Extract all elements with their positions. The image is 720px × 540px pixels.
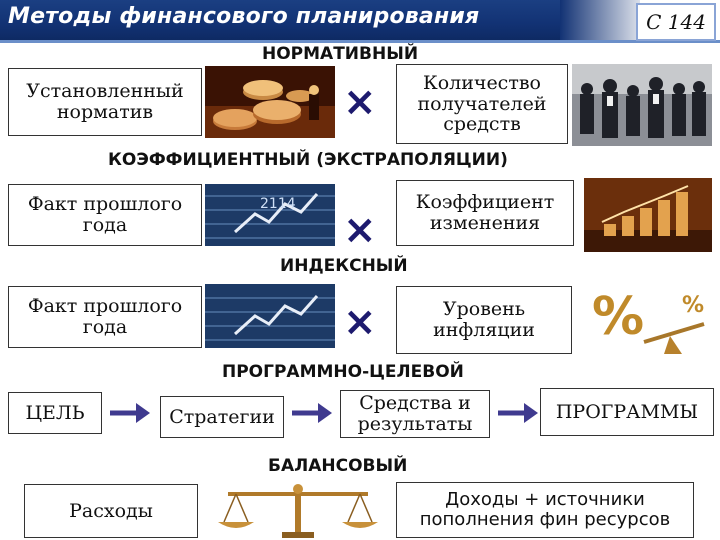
coins-image: [205, 66, 335, 138]
coefficient-right-label: Коэффициент изменения: [415, 191, 555, 234]
page-title: Методы финансового планирования: [8, 4, 480, 29]
chart-paper-icon: [205, 284, 335, 348]
header-fade: [560, 0, 640, 40]
scales-icon: [206, 480, 390, 540]
program-programs-label: ПРОГРАММЫ: [555, 400, 699, 423]
header-divider: [0, 40, 720, 43]
index-right-box: Уровень инфляции: [396, 286, 572, 354]
section-program-title: ПРОГРАММНО-ЦЕЛЕВОЙ: [222, 362, 464, 382]
normative-left-box: Установленный норматив: [8, 68, 202, 136]
program-means-box: Средства и результаты: [340, 390, 490, 438]
program-goal-label: ЦЕЛЬ: [25, 401, 85, 424]
section-index-title: ИНДЕКСНЫЙ: [280, 256, 408, 276]
arrow-right-icon: [110, 403, 150, 423]
header-bar: [0, 0, 560, 40]
index-left-box: Факт прошлого года: [8, 286, 202, 348]
chart-paper-icon: 2114: [205, 184, 335, 246]
scales-image: [206, 480, 390, 540]
balance-expenses-box: Расходы: [24, 484, 198, 538]
inflation-image: % %: [586, 280, 712, 360]
index-right-label: Уровень инфляции: [433, 298, 535, 341]
program-strategy-box: Стратегии: [160, 396, 284, 438]
growth-icon: [584, 178, 712, 252]
balance-income-box: Доходы + источники пополнения фин ресурс…: [396, 482, 694, 538]
program-means-label: Средства и результаты: [357, 392, 473, 435]
multiply-icon: ×: [343, 79, 377, 125]
arrow-right-icon: [292, 403, 332, 423]
svg-text:2114: 2114: [260, 196, 296, 212]
section-balance-title: БАЛАНСОВЫЙ: [268, 456, 408, 476]
normative-right-label: Количество получателей средств: [417, 71, 547, 136]
stock-chart-image: 2114: [205, 184, 335, 246]
section-normative-title: НОРМАТИВНЫЙ: [262, 44, 419, 64]
multiply-icon: ×: [343, 299, 377, 345]
people-image: [572, 64, 712, 146]
arrow-right-icon: [498, 403, 538, 423]
stock-chart-image: [205, 284, 335, 348]
section-coefficient-title: КОЭФФИЦИЕНТНЫЙ (ЭКСТРАПОЛЯЦИИ): [108, 150, 508, 170]
page-number: С 144: [636, 3, 716, 41]
percent-scale-icon: % %: [586, 280, 712, 360]
normative-right-box: Количество получателей средств: [396, 64, 568, 144]
balance-expenses-label: Расходы: [69, 499, 153, 522]
multiply-icon: ×: [343, 207, 377, 253]
coefficient-left-label: Факт прошлого года: [27, 193, 183, 236]
growth-coins-image: [584, 178, 712, 252]
coefficient-left-box: Факт прошлого года: [8, 184, 202, 246]
header: Методы финансового планирования С 144: [0, 0, 720, 44]
svg-text:%: %: [682, 293, 704, 318]
index-left-label: Факт прошлого года: [27, 295, 183, 338]
normative-left-label: Установленный норматив: [26, 80, 184, 123]
coins-icon: [205, 66, 335, 138]
svg-text:%: %: [592, 287, 644, 347]
crowd-icon: [572, 64, 712, 146]
balance-income-label: Доходы + источники пополнения фин ресурс…: [419, 489, 671, 530]
program-goal-box: ЦЕЛЬ: [8, 392, 102, 434]
program-strategy-label: Стратегии: [169, 405, 275, 428]
program-programs-box: ПРОГРАММЫ: [540, 388, 714, 436]
coefficient-right-box: Коэффициент изменения: [396, 180, 574, 246]
